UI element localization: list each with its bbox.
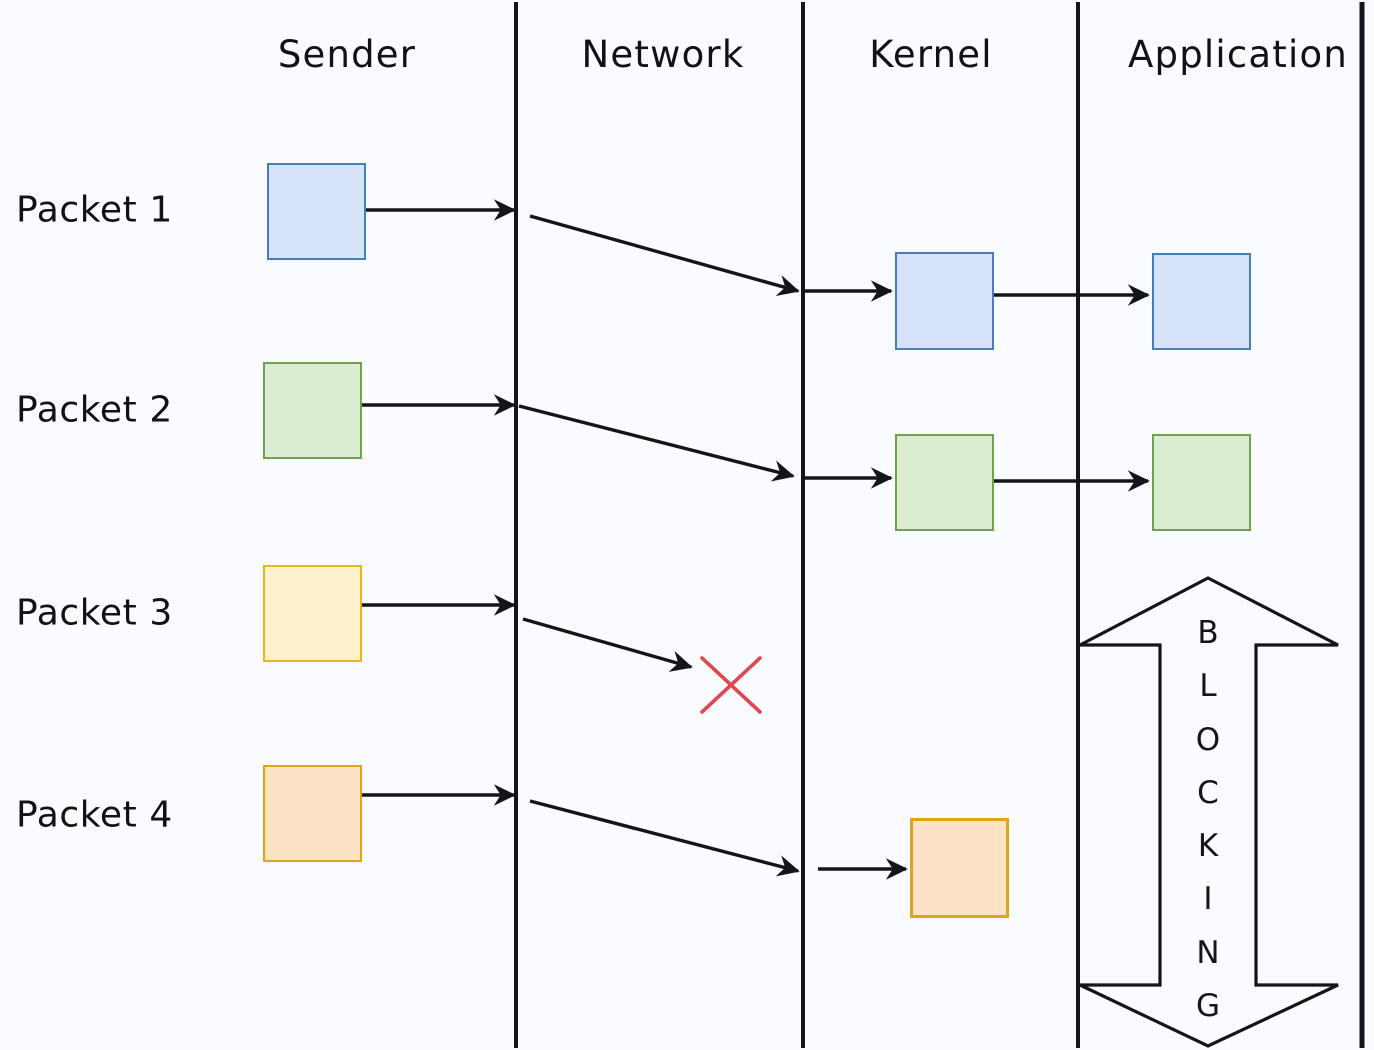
packet-loss-x-icon [700,656,762,714]
packet-box-sender-packet-1 [267,163,366,260]
arrow-network-transit-2 [518,404,795,482]
column-header-network: Network [581,33,745,76]
row-label-packet-1: Packet 1 [16,189,173,231]
packet-box-sender-packet-3 [263,565,362,662]
column-dividers [514,2,1365,1048]
row-label-packet-3: Packet 3 [16,592,173,634]
row-label-packet-4: Packet 4 [16,794,173,836]
packet-box-kernel-packet-1 [895,252,994,350]
packet-box-sender-packet-4 [263,765,362,862]
flow-arrows [362,199,1150,880]
packet-box-sender-packet-2 [263,362,362,459]
blocking-arrow-shape [1079,576,1339,1048]
packet-box-kernel-packet-2 [895,434,994,531]
column-header-kernel: Kernel [869,33,993,76]
arrow-network-transit-4 [529,799,800,877]
packet-loss-x-stroke-2 [700,656,762,714]
column-header-sender: Sender [277,33,417,76]
packet-box-kernel-packet-4 [910,818,1009,918]
packet-box-app-packet-2 [1152,434,1251,531]
packet-box-app-packet-1 [1152,253,1251,350]
column-header-application: Application [1128,33,1348,76]
blocking-arrow [1079,576,1339,1048]
row-label-packet-2: Packet 2 [16,389,173,431]
arrow-network-transit-3-lost [522,617,693,672]
arrow-network-transit-1 [529,214,800,296]
